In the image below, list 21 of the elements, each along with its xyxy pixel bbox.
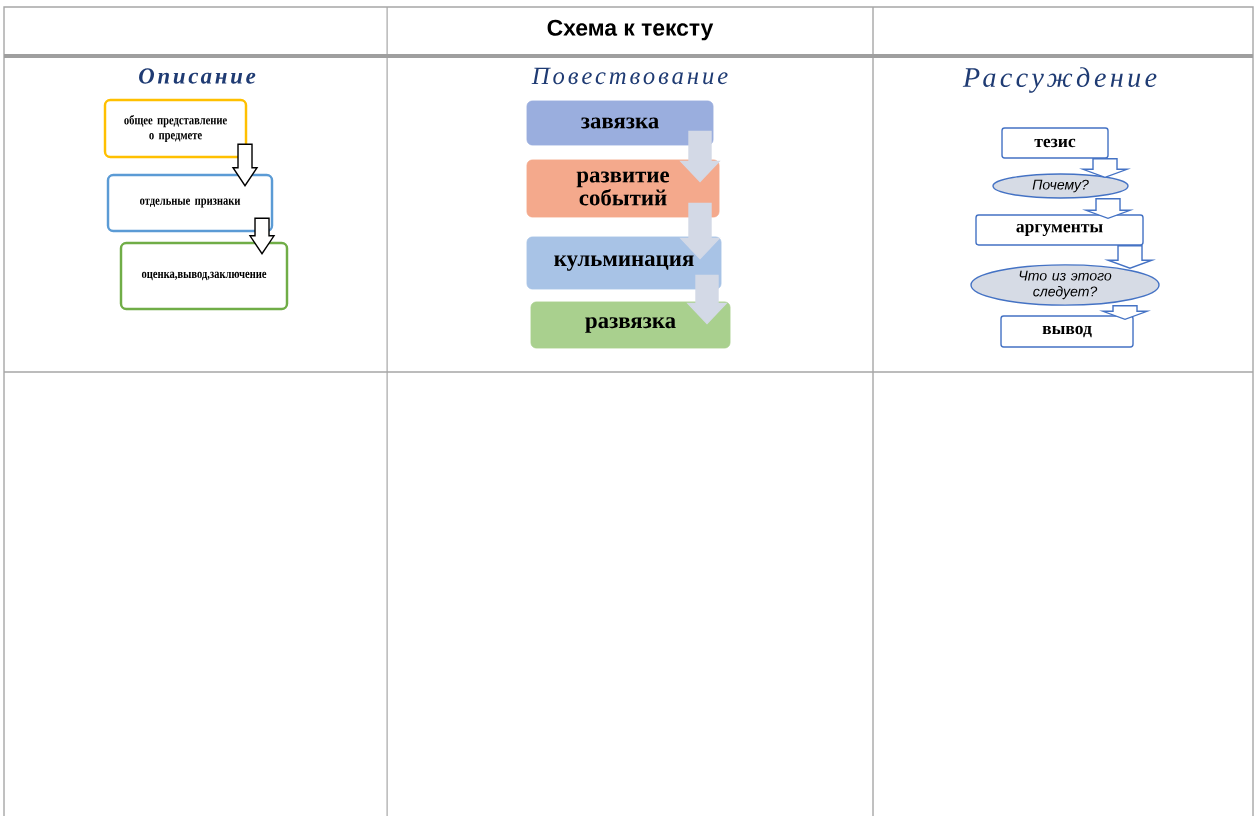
block-arrow [679,130,721,183]
block-arrow [1079,158,1131,179]
stage-box: кульминация [526,236,722,290]
block-arrow [679,202,721,260]
stage-box: развязка [530,301,731,349]
block-arrow [1104,245,1156,269]
block-arrow [231,143,259,188]
process-box: аргументы [975,214,1144,246]
block-arrow [248,217,276,256]
process-box: отдельные признаки [106,173,274,233]
column-heading: Рассуждение [962,67,1157,93]
process-box: тезис [1001,127,1109,159]
process-box: общее представление о предмете [103,98,248,159]
block-arrow [1082,198,1134,220]
stage-box: развитие событий [526,159,720,218]
block-arrow [1099,305,1151,321]
process-box: оценка,вывод,заключение [119,241,289,311]
block-arrow [686,274,728,325]
stage-box: завязка [526,100,714,146]
table-heading: Схема к тексту [547,19,714,41]
process-box: вывод [1000,315,1134,348]
